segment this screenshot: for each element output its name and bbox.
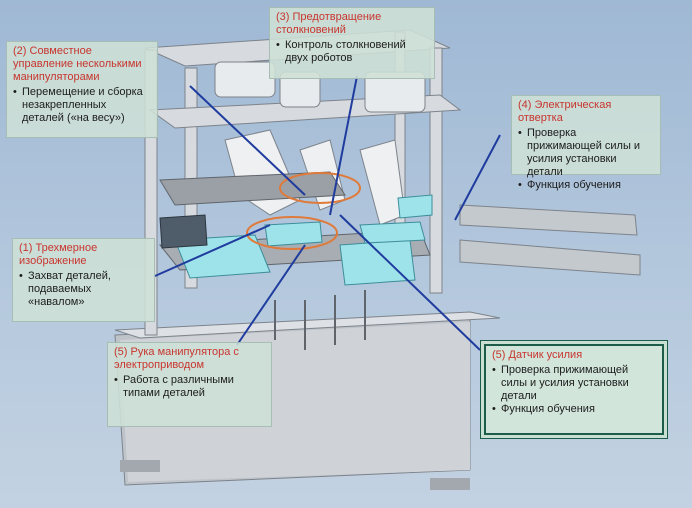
callout-item: Функция обучения <box>518 179 654 192</box>
support-pins <box>274 290 366 350</box>
callout-items: Контроль столкновений двух роботов <box>276 39 428 65</box>
callout-force-sensor: (5) Датчик усилия Проверка прижимающей с… <box>484 344 664 435</box>
highlight-ellipses <box>246 172 361 250</box>
side-conveyors <box>459 204 641 276</box>
callout-item: Проверка прижимающей силы и усилия устан… <box>492 364 656 403</box>
work-tables <box>159 171 433 286</box>
callout-title: (5) Датчик усилия <box>492 349 583 361</box>
pointer-lines <box>154 75 501 351</box>
callout-title: (5) Рука манипулятора с электроприводом <box>114 346 239 371</box>
callout-item: Функция обучения <box>492 403 656 416</box>
overhead-carriages <box>214 61 426 113</box>
callout-title: (3) Предотвращение столкновений <box>276 11 382 36</box>
callout-title: (1) Трехмерное изображение <box>19 242 98 267</box>
callout-items: Перемещение и сборка незакрепленных дета… <box>13 86 151 125</box>
callout-items: Проверка прижимающей силы и усилия устан… <box>492 364 656 416</box>
callout-item: Перемещение и сборка незакрепленных дета… <box>13 86 151 125</box>
callout-item: Работа с различными типами деталей <box>114 374 265 400</box>
callout-collaborative-control: (2) Совместное управление несколькими ма… <box>6 41 158 138</box>
callout-title: (4) Электрическая отвертка <box>518 99 612 124</box>
callout-item: Проверка прижимающей силы и усилия устан… <box>518 127 654 179</box>
callout-3d-imaging: (1) Трехмерное изображение Захват детале… <box>12 238 155 322</box>
callout-item: Захват деталей, подаваемых «навалом» <box>19 270 148 309</box>
callout-items: Проверка прижимающей силы и усилия устан… <box>518 127 654 192</box>
callout-items: Захват деталей, подаваемых «навалом» <box>19 270 148 309</box>
callout-item: Контроль столкновений двух роботов <box>276 39 428 65</box>
callout-title: (2) Совместное управление несколькими ма… <box>13 45 142 83</box>
callout-collision-avoidance: (3) Предотвращение столкновений Контроль… <box>269 7 435 79</box>
callout-items: Работа с различными типами деталей <box>114 374 265 400</box>
callout-electric-screwdriver: (4) Электрическая отвертка Проверка приж… <box>511 95 661 192</box>
callout-electric-arm: (5) Рука манипулятора с электроприводом … <box>107 342 272 427</box>
